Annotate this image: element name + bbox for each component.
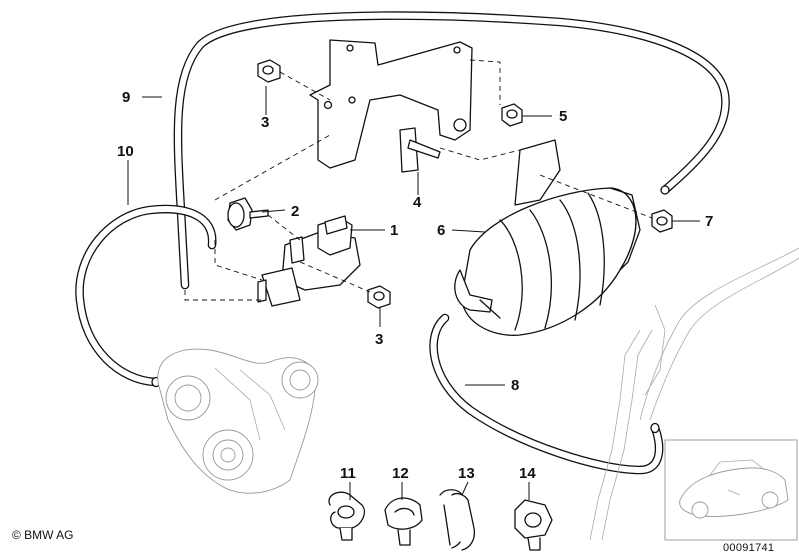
callout-14: 14: [519, 465, 536, 482]
copyright-notice: © BMW AG: [12, 528, 74, 542]
callout-4: 4: [413, 194, 422, 211]
callout-3-upper: 3: [261, 114, 269, 131]
callout-11: 11: [340, 465, 356, 482]
callout-1: 1: [390, 222, 398, 239]
hose-clip-12: [384, 497, 423, 546]
callout-7: 7: [705, 213, 713, 230]
callout-3-lower: 3: [375, 331, 383, 348]
callouts: 9 10 3 2 1 3 4 5 6 7 8 11 12 13 14: [117, 89, 713, 482]
callout-6: 6: [437, 222, 445, 239]
callout-8: 8: [511, 377, 519, 394]
leader-lines: [127, 86, 700, 500]
nut-7: [651, 209, 673, 233]
bracket-4: [309, 39, 473, 173]
turbocharger: [157, 348, 319, 494]
image-number: 00091741: [723, 542, 775, 554]
callout-5: 5: [559, 108, 567, 125]
assembly-lines: [184, 59, 653, 301]
nut-3-lower: [367, 285, 391, 309]
nut-5: [501, 103, 523, 127]
callout-2: 2: [291, 203, 299, 220]
hose-clip-14: [514, 499, 553, 551]
vacuum-hose-8: [429, 313, 664, 475]
vacuum-reservoir-6: [454, 139, 641, 336]
hose-clip-13: [439, 489, 476, 551]
rubber-mount-2: [227, 197, 269, 231]
hose-clip-11: [328, 491, 366, 541]
pressure-converter-1: [257, 215, 361, 307]
nut-3-upper: [257, 59, 281, 83]
vehicle-inset: [664, 439, 798, 541]
callout-12: 12: [392, 465, 409, 482]
background-lines: [589, 247, 799, 541]
callout-13: 13: [458, 465, 475, 482]
callout-10: 10: [117, 143, 134, 160]
vacuum-hose-9: [173, 11, 730, 290]
callout-9: 9: [122, 89, 130, 106]
